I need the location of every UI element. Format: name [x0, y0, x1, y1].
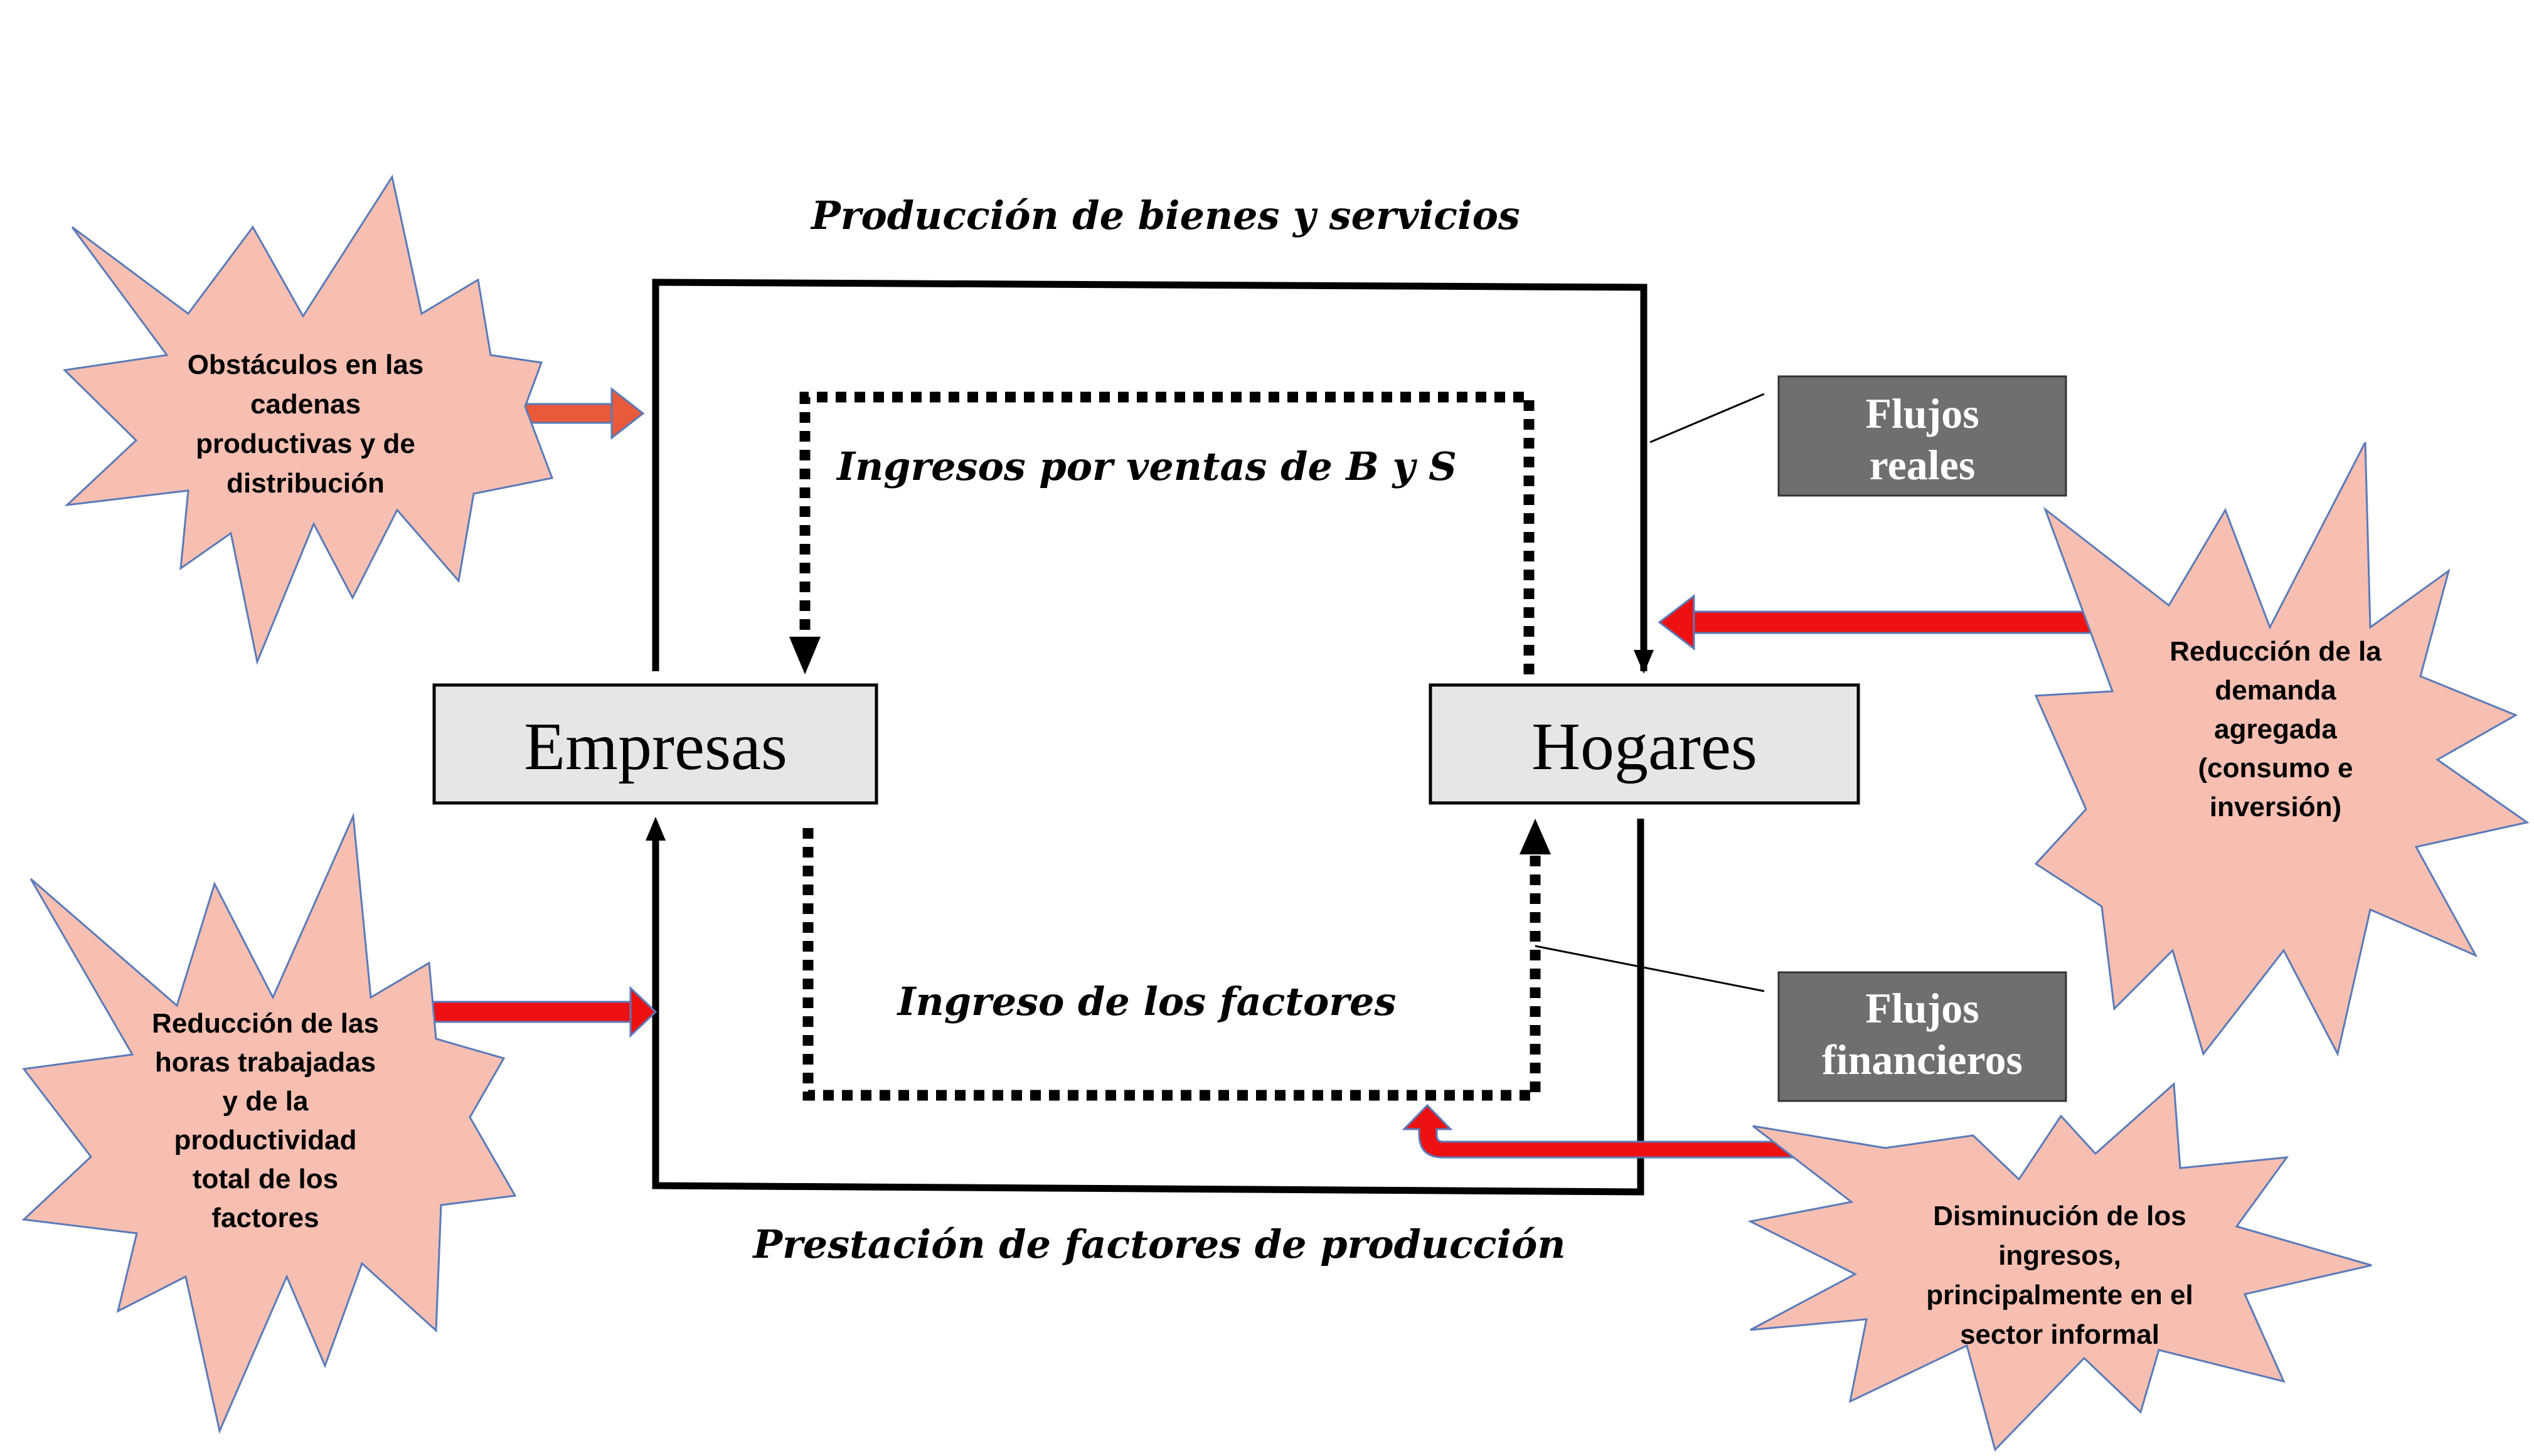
- shock-text-hours-6: factores: [211, 1203, 319, 1233]
- financial-flow-top-path: [799, 391, 1535, 674]
- shock-text-income-3: principalmente en el: [1926, 1280, 2193, 1310]
- legend-financial-leader: [1535, 945, 1765, 992]
- label-sales-income: Ingresos por ventas de B y S: [836, 444, 1457, 489]
- legend-real-line1: Flujos: [1865, 390, 1979, 437]
- legend-real-line2: reales: [1870, 441, 1976, 489]
- label-factor-provision: Prestación de factores de producción: [752, 1221, 1565, 1267]
- shock-text-supply-chain-4: distribución: [226, 468, 385, 499]
- shock-text-hours-1: Reducción de las: [152, 1008, 379, 1039]
- shock-text-hours-2: horas trabajadas: [155, 1047, 376, 1078]
- shock-text-supply-chain-3: productivas y de: [196, 428, 415, 459]
- shock-arrow-demand: [1658, 593, 2094, 651]
- financial-flow-arrowhead-up: [1520, 819, 1551, 854]
- shock-burst-hours-worked: Reducción de las horas trabajadas y de l…: [21, 812, 517, 1434]
- shock-text-supply-chain-1: Obstáculos en las: [188, 349, 424, 380]
- shock-arrow-income: [1402, 1103, 1802, 1159]
- financial-flow-bottom-path: [802, 828, 1541, 1101]
- node-empresas-label: Empresas: [524, 709, 787, 784]
- shock-burst-income: Disminución de los ingresos, principalme…: [1747, 1081, 2372, 1452]
- node-hogares-label: Hogares: [1531, 709, 1757, 784]
- shock-text-income-2: ingresos,: [1998, 1240, 2121, 1271]
- legend-financial-line1: Flujos: [1865, 984, 1979, 1032]
- legend-real-flows: Flujos reales: [1777, 375, 2067, 497]
- shock-burst-demand: Reducción de la demanda agregada (consum…: [2034, 442, 2530, 1057]
- shock-burst-supply-chain: Obstáculos en las cadenas productivas y …: [62, 174, 554, 666]
- node-empresas: Empresas: [432, 683, 878, 805]
- financial-flow-arrowhead-down: [789, 637, 821, 674]
- shock-text-demand-5: inversión): [2210, 792, 2341, 822]
- real-flow-arrowhead-down: [1634, 650, 1654, 674]
- label-production-goods: Producción de bienes y servicios: [810, 193, 1520, 238]
- shock-text-hours-4: productividad: [174, 1125, 357, 1156]
- shock-arrow-hours-worked: [419, 986, 657, 1038]
- real-flow-arrowhead-up: [646, 817, 666, 841]
- shock-text-income-4: sector informal: [1960, 1319, 2159, 1350]
- shock-text-hours-3: y de la: [223, 1086, 309, 1117]
- label-factor-income: Ingreso de los factores: [897, 979, 1397, 1024]
- shock-text-demand-3: agregada: [2214, 714, 2337, 745]
- shock-text-income-1: Disminución de los: [1933, 1201, 2186, 1231]
- shock-text-hours-5: total de los: [193, 1164, 338, 1194]
- legend-financial-line2: financieros: [1822, 1036, 2023, 1083]
- real-flow-top-path: [652, 279, 1648, 671]
- legend-financial-flows: Flujos financieros: [1777, 971, 2067, 1102]
- shock-text-supply-chain-2: cadenas: [250, 389, 361, 420]
- shock-text-demand-2: demanda: [2215, 675, 2336, 706]
- shock-text-demand-1: Reducción de la: [2169, 636, 2382, 667]
- legend-real-leader: [1649, 393, 1765, 444]
- node-hogares: Hogares: [1429, 683, 1860, 805]
- shock-text-demand-4: (consumo e: [2198, 753, 2353, 784]
